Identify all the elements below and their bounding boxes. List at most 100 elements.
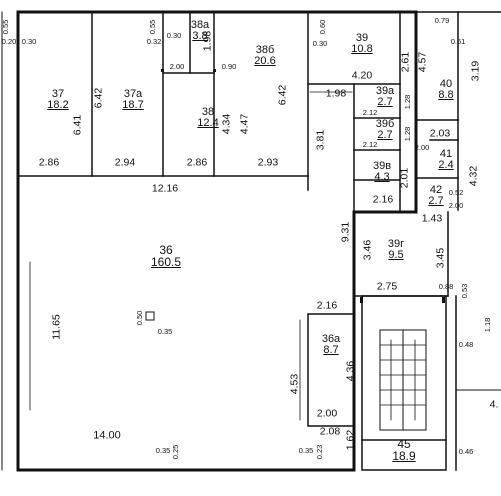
room-39v-name: 39в xyxy=(372,160,392,172)
dim-label: 4.20 xyxy=(351,69,373,82)
dim-label: 9.31 xyxy=(339,221,352,243)
dim-label: 2.01 xyxy=(398,167,411,189)
dim-label: 2.12 xyxy=(362,108,378,117)
dim-label: 2.61 xyxy=(399,51,412,73)
dim-label: 1.28 xyxy=(403,94,412,110)
dim-label: 0.55 xyxy=(1,19,10,35)
dim-label: 2.94 xyxy=(114,156,136,169)
dim-label: 0.35 xyxy=(157,327,173,336)
dim-label: 0.46 xyxy=(458,447,474,456)
dim-label: 4.36 xyxy=(344,360,357,382)
dim-label: 6.42 xyxy=(276,84,289,106)
dim-label: 2.16 xyxy=(372,193,394,206)
room-39a-area: 2.7 xyxy=(377,96,393,108)
dim-label: 14.00 xyxy=(93,429,121,442)
dim-label: 6.41 xyxy=(71,114,84,136)
dim-label: 11.65 xyxy=(50,314,63,340)
room-39g-area: 9.5 xyxy=(388,249,404,261)
room-40-area: 8.8 xyxy=(438,89,454,101)
dim-label: 0.25 xyxy=(171,444,180,460)
dim-label: 12.16 xyxy=(151,182,179,195)
room-39-name: 39 xyxy=(355,32,369,44)
dim-label: 6.42 xyxy=(92,87,105,109)
dim-label: 4.53 xyxy=(288,373,301,395)
dim-label: 0.52 xyxy=(448,188,464,197)
room-38a-name: 38a xyxy=(190,19,210,31)
room-42-name: 42 xyxy=(429,184,443,196)
dim-label: 0.50 xyxy=(135,310,144,326)
room-45-name: 45 xyxy=(397,437,411,451)
dim-label: 0.90 xyxy=(221,62,237,71)
dim-label: 2.00 xyxy=(169,62,185,71)
dim-label: 0.61 xyxy=(450,37,466,46)
room-36-name: 36 xyxy=(159,243,173,257)
room-37a-name: 37a xyxy=(123,88,143,100)
dim-label: 3.81 xyxy=(314,129,327,151)
room-36a-walls xyxy=(307,313,355,427)
dim-label: 2.00 xyxy=(414,143,430,152)
dim-label: 0.30 xyxy=(21,37,37,46)
room-37a-area: 18.7 xyxy=(122,99,144,111)
dim-label: 2.12 xyxy=(362,140,378,149)
dim-label: 0.20 xyxy=(1,37,17,46)
dim-label: 4.57 xyxy=(416,51,429,73)
room-37-area: 18.2 xyxy=(47,99,69,111)
dim-label: 1.98 xyxy=(201,30,214,52)
dim-label: 0.48 xyxy=(458,340,474,349)
dim-label: 2.86 xyxy=(38,156,60,169)
room-39b-area: 2.7 xyxy=(377,129,393,141)
dim-label: 3.19 xyxy=(469,60,482,82)
dim-label: 0.60 xyxy=(318,19,327,35)
dim-label: 0.53 xyxy=(460,283,469,299)
dim-label: 2.00 xyxy=(316,407,338,420)
room-39a-name: 39a xyxy=(375,85,395,97)
room-39v-area: 4.3 xyxy=(374,171,390,183)
room-38a-area: 3.8 xyxy=(192,30,208,42)
dim-label: 3.45 xyxy=(434,247,447,269)
dim-label: 4.32 xyxy=(467,165,480,187)
dim-label: 1.98 xyxy=(325,87,347,100)
dim-label: 1.43 xyxy=(421,212,443,225)
room-39b-name: 39б xyxy=(375,118,395,130)
dim-label: 1.28 xyxy=(403,126,412,142)
room-39-area: 10.8 xyxy=(351,43,373,55)
dim-label: 4. xyxy=(489,398,499,411)
dim-label: 3.46 xyxy=(361,239,374,261)
dim-label: 0.35 xyxy=(155,446,171,455)
room-36a-area: 8.7 xyxy=(323,344,339,356)
dim-label: 0.30 xyxy=(312,39,328,48)
room-42-area: 2.7 xyxy=(428,195,444,207)
room-41-name: 41 xyxy=(439,148,453,160)
room-38b-name: 38б xyxy=(255,44,275,56)
stairwell xyxy=(361,295,447,471)
room-38-name: 38 xyxy=(201,106,215,118)
dim-label: 0.79 xyxy=(434,16,450,25)
dim-label: 2.93 xyxy=(257,156,279,169)
column xyxy=(145,311,155,321)
dim-label: 0.55 xyxy=(148,19,157,35)
dim-label: 4.47 xyxy=(238,113,251,135)
room-36-area: 160.5 xyxy=(150,255,182,269)
room-38-area: 12.4 xyxy=(197,117,219,129)
dim-label: 0.32 xyxy=(146,37,162,46)
dim-label: 2.03 xyxy=(429,127,451,140)
room-45-area: 18.9 xyxy=(392,449,416,463)
room-37-name: 37 xyxy=(51,88,65,100)
dim-label: 1.62 xyxy=(344,429,357,451)
dim-label: 0.30 xyxy=(166,31,182,40)
dim-label: 0.23 xyxy=(315,444,324,460)
dim-label: 0.35 xyxy=(298,446,314,455)
